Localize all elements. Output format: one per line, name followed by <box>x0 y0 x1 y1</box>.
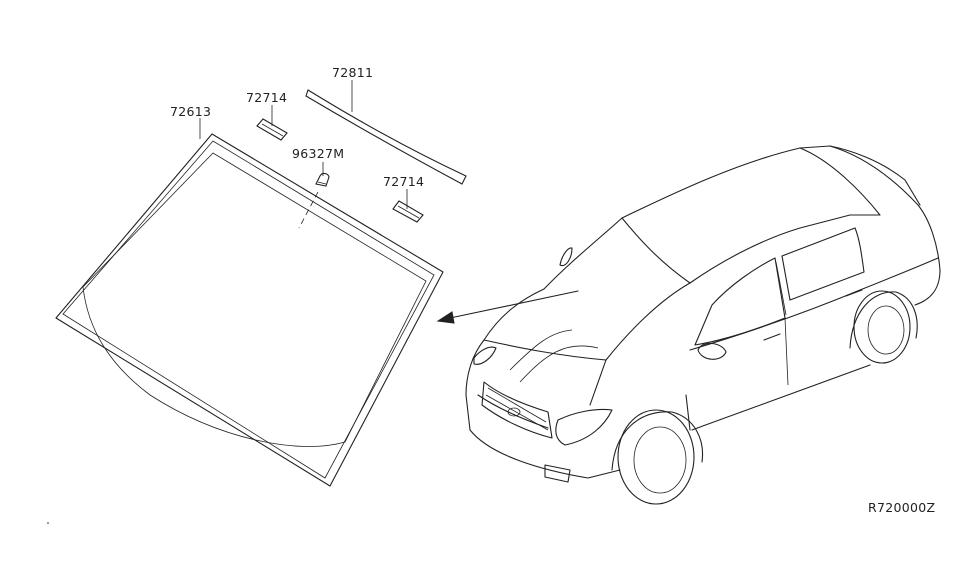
windshield-glass[interactable] <box>55 133 444 487</box>
part-label-72714-lower: 72714 <box>383 174 424 189</box>
car-illustration <box>465 145 941 505</box>
figure-code: R720000Z <box>868 500 935 515</box>
molding-strip[interactable] <box>305 89 467 185</box>
part-label-72714-upper: 72714 <box>246 90 287 105</box>
spacer-lower[interactable] <box>392 200 424 223</box>
dashed-leader-96327M <box>298 191 319 229</box>
spacer-upper[interactable] <box>256 118 288 141</box>
mirror-bracket[interactable] <box>315 172 330 187</box>
scan-dot <box>47 522 49 524</box>
location-arrow <box>436 290 579 324</box>
part-label-72613: 72613 <box>170 104 211 119</box>
part-label-96327M: 96327M <box>292 146 344 161</box>
part-label-72811: 72811 <box>332 65 373 80</box>
